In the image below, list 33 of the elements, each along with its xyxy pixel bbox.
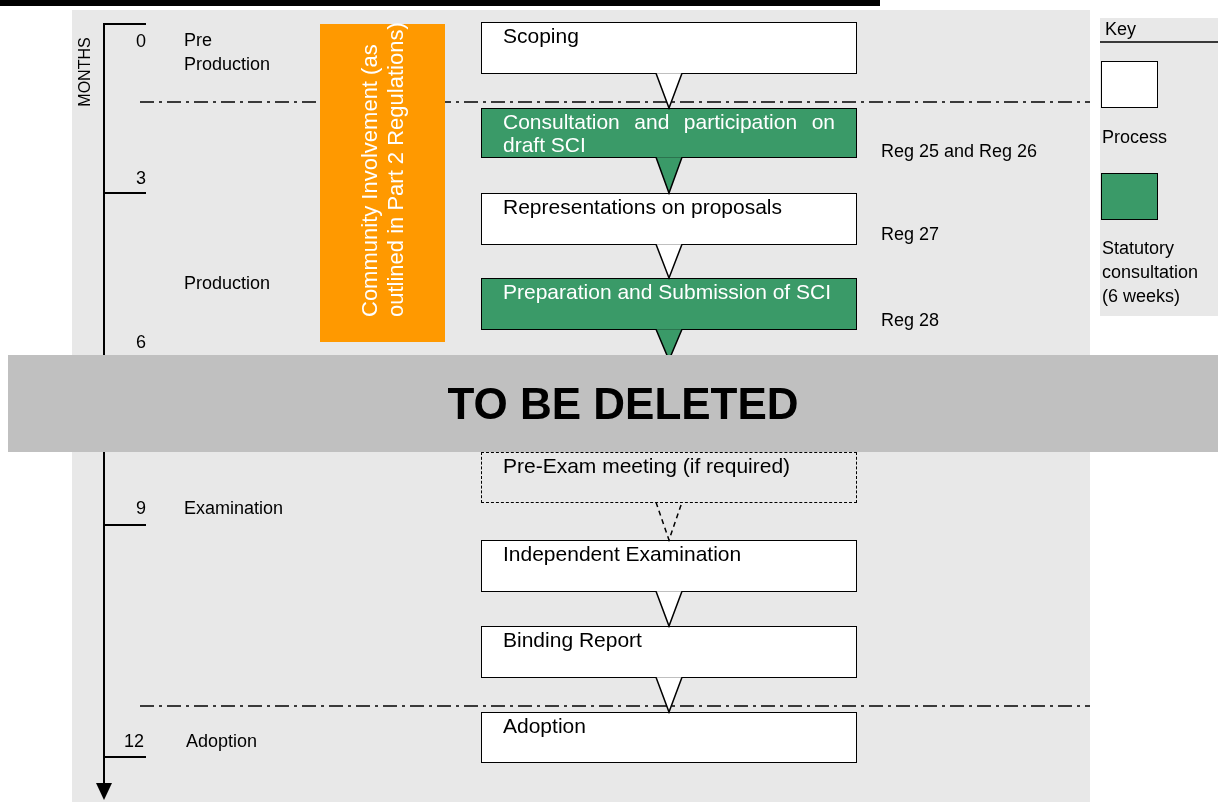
vertical-banner xyxy=(320,24,445,342)
regulation-note: Reg 25 and Reg 26 xyxy=(881,141,1038,162)
tick-label: 3 xyxy=(135,168,146,189)
tick-label: 9 xyxy=(135,498,146,519)
phase-label: Adoption xyxy=(186,731,258,752)
tick-label: 6 xyxy=(135,332,146,353)
banner-text: Community Involvement (as outlined in Part 2 Regulations) xyxy=(356,21,409,317)
callout-pointer xyxy=(655,676,683,715)
phase-label: Production xyxy=(184,273,271,294)
step-label: Independent Examination xyxy=(502,541,743,565)
callout-pointer xyxy=(655,156,683,196)
callout-pointer xyxy=(655,501,683,543)
callout-pointer xyxy=(655,590,683,629)
regulation-note: Reg 27 xyxy=(881,224,940,245)
key-heading: Key xyxy=(1105,19,1137,40)
tick-label: 12 xyxy=(124,731,145,752)
step-label: Binding Report xyxy=(502,627,643,651)
phase-label: Examination xyxy=(184,498,284,519)
callout-pointer xyxy=(655,72,683,111)
legend-label: Statutory consultation (6 weeks) xyxy=(1102,237,1200,308)
step-label: Pre-Exam meeting (if required) xyxy=(502,453,792,477)
step-label: Preparation and Submission of SCI xyxy=(502,279,832,303)
callout-pointer xyxy=(655,243,683,281)
tick-label: 0 xyxy=(135,31,146,52)
regulation-note: Reg 28 xyxy=(881,310,940,331)
step-label: Representations on proposals xyxy=(502,194,783,218)
step-label: Adoption xyxy=(502,713,587,737)
axis-title: MONTHS xyxy=(74,37,94,107)
deletion-banner: TO BE DELETED xyxy=(8,355,1218,452)
legend-label: Process xyxy=(1102,126,1169,149)
phase-label: Pre Production xyxy=(184,29,272,76)
step-label: Scoping xyxy=(502,23,580,47)
step-label: Consultation and participation on draft SCI xyxy=(502,109,836,156)
